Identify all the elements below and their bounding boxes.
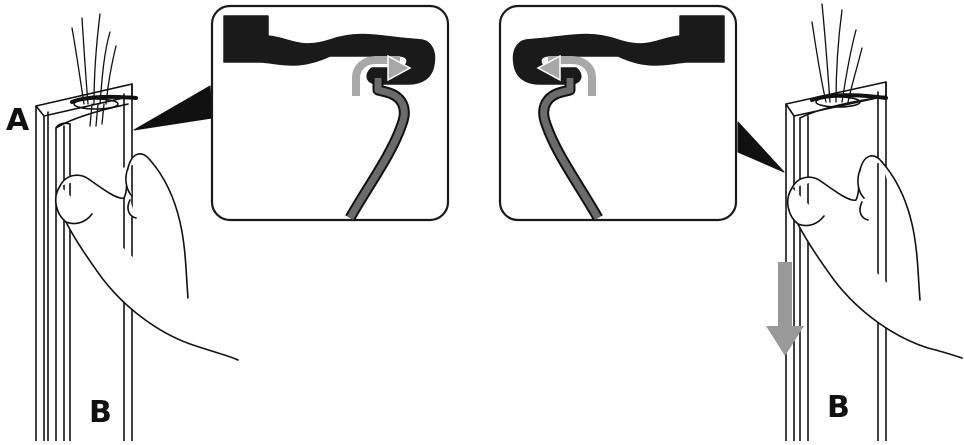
label-b-right: B — [827, 393, 850, 423]
arrow-down-icon — [766, 262, 804, 356]
right-figure — [738, 4, 962, 441]
label-a: A — [6, 106, 29, 136]
right-hand — [788, 156, 962, 358]
right-zoom-panel — [500, 6, 736, 220]
left-figure — [36, 14, 238, 441]
label-b-left: B — [89, 398, 112, 428]
right-callout-pointer — [738, 122, 784, 172]
left-callout-pointer — [134, 86, 212, 130]
left-zoom-panel — [212, 6, 448, 220]
left-hand — [56, 154, 238, 360]
right-cable-bundle — [812, 4, 862, 102]
